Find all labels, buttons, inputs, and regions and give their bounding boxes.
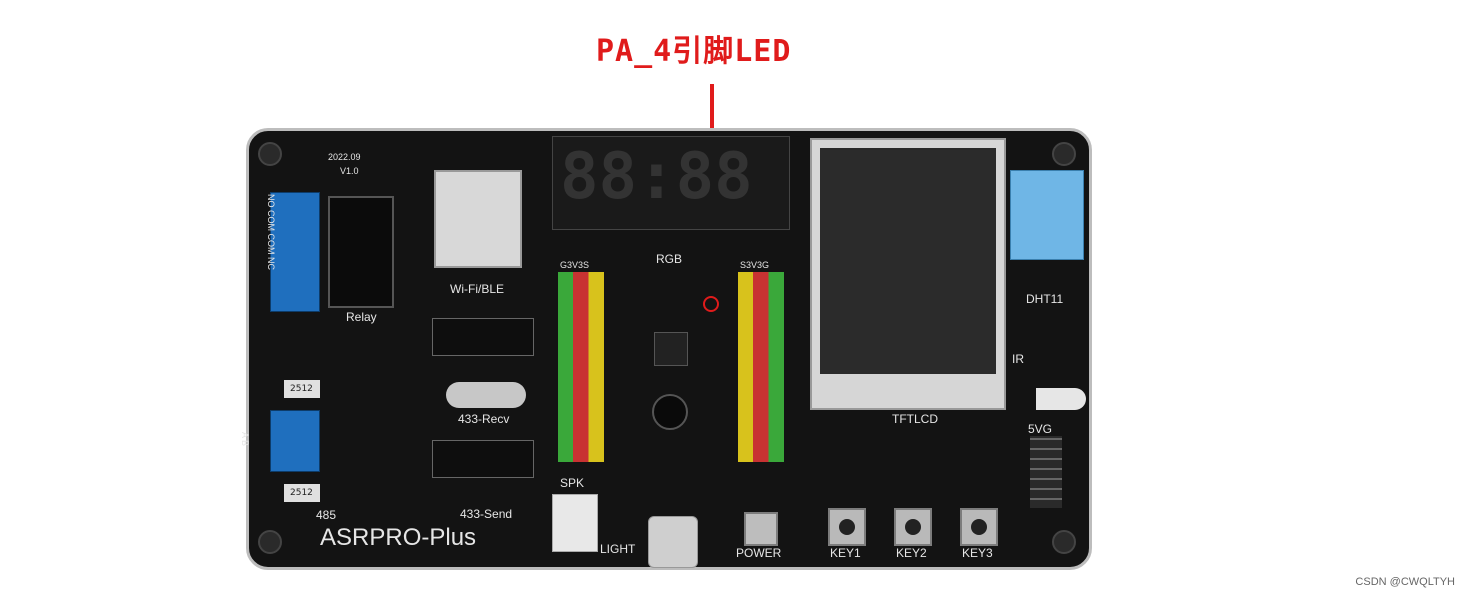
resistor-top-label: 2512 <box>290 384 313 394</box>
rs485-terminal <box>270 410 320 472</box>
main-ic <box>654 332 688 366</box>
mount-hole-bottom-left <box>258 530 282 554</box>
lcd-label: TFTLCD <box>892 412 938 426</box>
resistor-bottom-label: 2512 <box>290 488 313 498</box>
rgb-label: RGB <box>656 252 683 266</box>
ir-label: IR <box>1012 352 1024 366</box>
dht11-sensor <box>1010 170 1084 260</box>
power-header-label: 5VG <box>1028 422 1053 436</box>
mount-hole-top-left <box>258 142 282 166</box>
wifi-module <box>434 170 522 268</box>
key1-label: KEY1 <box>830 546 861 560</box>
relay-terminal <box>270 192 320 312</box>
pin-header-left <box>558 272 604 462</box>
spk-label: SPK <box>560 476 585 490</box>
wifi-label: Wi-Fi/BLE <box>450 282 504 296</box>
board-name: ASRPRO-Plus <box>320 524 477 551</box>
resistor-bottom <box>284 484 320 502</box>
resistor-top <box>284 380 320 398</box>
microphone <box>652 394 688 430</box>
key3-label: KEY3 <box>962 546 993 560</box>
relay-module <box>328 196 394 308</box>
433-send-module <box>432 440 534 478</box>
pa4-led-highlight <box>703 296 719 312</box>
power-label: POWER <box>736 546 782 560</box>
pa4-led-callout: PA_4引脚LED <box>596 34 792 69</box>
key2-button <box>894 508 932 546</box>
dht11-label: DHT11 <box>1026 292 1064 306</box>
header-left-label: G3V3S <box>560 260 590 270</box>
light-label: LIGHT <box>600 542 636 556</box>
key1-button <box>828 508 866 546</box>
key3-button <box>960 508 998 546</box>
relay-label: Relay <box>346 310 377 324</box>
crystal-oscillator <box>446 382 526 408</box>
mount-hole-bottom-right <box>1052 530 1076 554</box>
power-header <box>1030 436 1062 508</box>
csdn-watermark: CSDN @CWQLTYH <box>1355 576 1455 588</box>
433-recv-module <box>432 318 534 356</box>
tft-lcd-screen <box>820 148 996 374</box>
power-switch <box>744 512 778 546</box>
board-version: V1.0 <box>340 166 359 176</box>
key2-label: KEY2 <box>896 546 927 560</box>
433-recv-label: 433-Recv <box>458 412 510 426</box>
433-send-label: 433-Send <box>460 507 513 521</box>
pin-header-right <box>738 272 784 462</box>
ir-led <box>1036 388 1086 410</box>
mount-hole-top-right <box>1052 142 1076 166</box>
relay-pin-labels: NO COM COM NC <box>266 194 276 270</box>
seven-segment-digits: 88:88 <box>560 140 753 214</box>
spk-connector <box>552 494 598 552</box>
header-right-label: S3V3G <box>740 260 770 270</box>
rs485-label: 485 <box>316 508 337 522</box>
seven-segment-display <box>552 136 790 230</box>
usb-c-port <box>648 516 698 568</box>
rs485-pin-labels: A B <box>240 431 251 447</box>
board-date: 2022.09 <box>328 152 361 162</box>
